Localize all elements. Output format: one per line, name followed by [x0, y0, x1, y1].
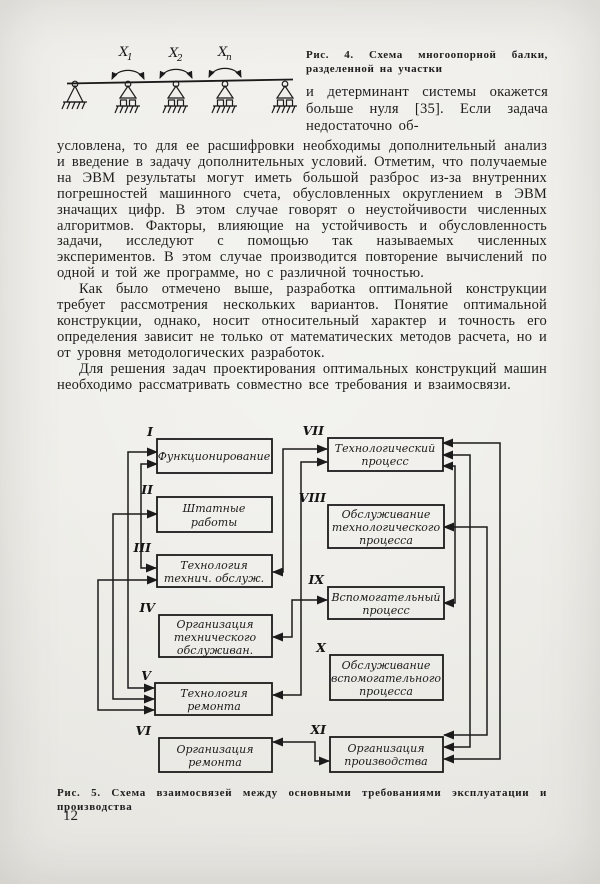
- paragraph: Для решения задач проектирования оптимал…: [57, 360, 547, 393]
- box-label: процесс: [361, 455, 408, 468]
- box-label: Обслуживание: [342, 508, 431, 521]
- numeral-III: III: [132, 540, 152, 555]
- box-label: ремонта: [188, 756, 242, 769]
- numeral-VIII: VIII: [299, 490, 327, 505]
- box-label: процесса: [359, 534, 413, 547]
- box-label: технич. обслуж.: [164, 572, 264, 585]
- box-label: процесс: [362, 604, 409, 617]
- moment-label-x1-sub: 1: [127, 53, 133, 63]
- numeral-VI: VI: [135, 723, 152, 738]
- numeral-VII: VII: [303, 425, 326, 438]
- numeral-XI: XI: [309, 722, 327, 737]
- roller-support: [211, 80, 238, 114]
- box-label: технического: [174, 631, 257, 644]
- roller-support: [271, 80, 298, 114]
- body-text-main: условлена, то для ее расшифровки необход…: [57, 138, 547, 394]
- diagram-connections: [97, 438, 501, 766]
- box-label: Технологический: [335, 442, 435, 455]
- moment-arc: [159, 68, 193, 80]
- moment-label-x2-sub: 2: [176, 54, 183, 64]
- box-label: Организация: [176, 743, 253, 756]
- moment-label-xn: X: [217, 45, 228, 60]
- numeral-V: V: [141, 668, 152, 683]
- numeral-IX: IX: [307, 572, 325, 587]
- box-label: Технология: [180, 559, 247, 572]
- box-label: Функционирование: [158, 450, 271, 463]
- box-label: производства: [344, 755, 427, 768]
- moment-label-x1: X: [118, 45, 129, 60]
- beam-line: [66, 78, 294, 85]
- box-label: Организация: [347, 742, 424, 755]
- page-number: 12: [63, 808, 78, 824]
- box-label: технологического: [332, 521, 441, 534]
- box-label: обслуживан.: [177, 644, 253, 657]
- box-label: работы: [191, 516, 237, 529]
- figure4-beam-diagram: X 1 X 2 X n: [61, 45, 298, 114]
- figure5-flow-diagram: I Функционирование II Штатные работы III…: [97, 425, 501, 773]
- box-label: Технология: [180, 687, 247, 700]
- moment-label-xn-sub: n: [226, 53, 232, 63]
- roller-support: [114, 80, 141, 114]
- roller-support: [162, 80, 189, 114]
- figure5-caption: Рис. 5. Схема взаимосвязей между основны…: [57, 787, 547, 813]
- moment-arc: [111, 69, 145, 81]
- numeral-IV: IV: [138, 600, 156, 615]
- body-text-column: и детерминант системы окажется больше ну…: [306, 84, 548, 134]
- numeral-X: X: [315, 640, 327, 655]
- moment-arc: [208, 67, 242, 79]
- figure4-caption: Рис. 4. Схема многоопорной балки, раздел…: [306, 49, 548, 75]
- paragraph: Как было отмечено выше, разработка оптим…: [57, 281, 547, 361]
- paragraph: условлена, то для ее расшифровки необход…: [57, 138, 547, 282]
- diagram-boxes: I Функционирование II Штатные работы III…: [132, 425, 445, 773]
- numeral-I: I: [146, 425, 154, 439]
- box-label: Штатные: [182, 502, 246, 515]
- numeral-II: II: [140, 482, 154, 497]
- box-label: процесса: [359, 685, 413, 698]
- pin-support: [61, 80, 88, 110]
- box-label: ремонта: [187, 700, 241, 713]
- box-label: Вспомогательный: [330, 591, 440, 604]
- box-label: Обслуживание: [342, 659, 431, 672]
- box-label: Организация: [176, 618, 253, 631]
- moment-label-x2: X: [168, 46, 179, 61]
- box-label: вспомогательного: [331, 672, 441, 685]
